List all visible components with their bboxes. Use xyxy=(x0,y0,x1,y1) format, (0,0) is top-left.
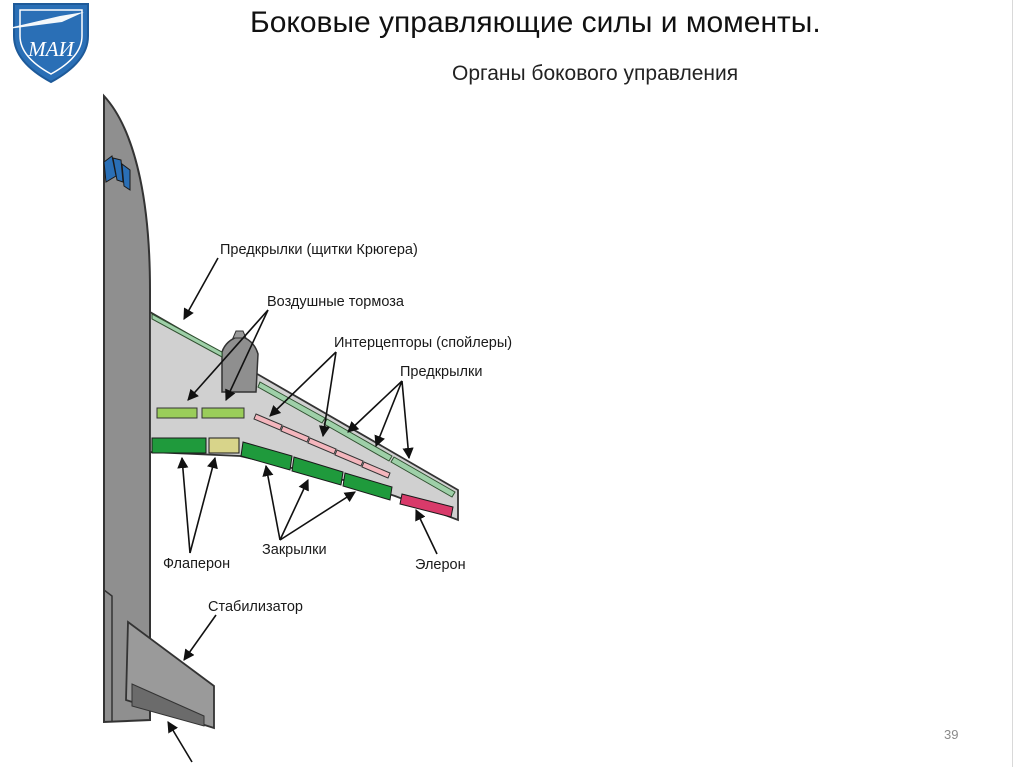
mai-logo: МАИ xyxy=(0,3,89,84)
slat-3 xyxy=(390,456,456,498)
elevator xyxy=(131,683,205,727)
label-kruger-flaps: Предкрылки (щитки Крюгера) xyxy=(220,242,418,258)
spoiler-1 xyxy=(253,413,283,431)
leader-lines xyxy=(167,257,438,763)
fuselage xyxy=(103,93,151,724)
label-aileron: Элерон xyxy=(415,557,466,573)
flap-outboard-2 xyxy=(291,456,344,486)
spoiler-5 xyxy=(361,461,391,479)
flap-outboard-3 xyxy=(342,472,393,501)
air-brake-1 xyxy=(156,407,198,419)
aileron xyxy=(399,493,454,518)
label-stabilizer: Стабилизатор xyxy=(208,599,303,615)
slide-subtitle: Органы бокового управления xyxy=(452,62,739,85)
kruger-flap xyxy=(151,313,223,358)
slat-1 xyxy=(257,381,326,424)
cockpit-windows-icon xyxy=(103,155,131,191)
spoiler-4 xyxy=(334,449,364,467)
label-air-brakes: Воздушные тормоза xyxy=(267,294,405,310)
air-brake-2 xyxy=(201,407,245,419)
logo-text: МАИ xyxy=(27,37,75,61)
label-slats: Предкрылки xyxy=(400,364,482,380)
slide-edge-rule xyxy=(1012,0,1013,767)
flap-inboard xyxy=(151,437,207,454)
flaperon xyxy=(208,437,240,454)
slide-title: Боковые управляющие силы и моменты. xyxy=(250,6,821,39)
spoiler-2 xyxy=(280,425,310,443)
label-spoilers: Интерцепторы (спойлеры) xyxy=(334,335,512,351)
spoiler-3 xyxy=(307,437,337,455)
label-flaperon: Флаперон xyxy=(163,556,230,572)
page-number: 39 xyxy=(944,727,959,742)
flap-outboard-1 xyxy=(240,441,293,471)
label-flaps: Закрылки xyxy=(262,542,327,558)
